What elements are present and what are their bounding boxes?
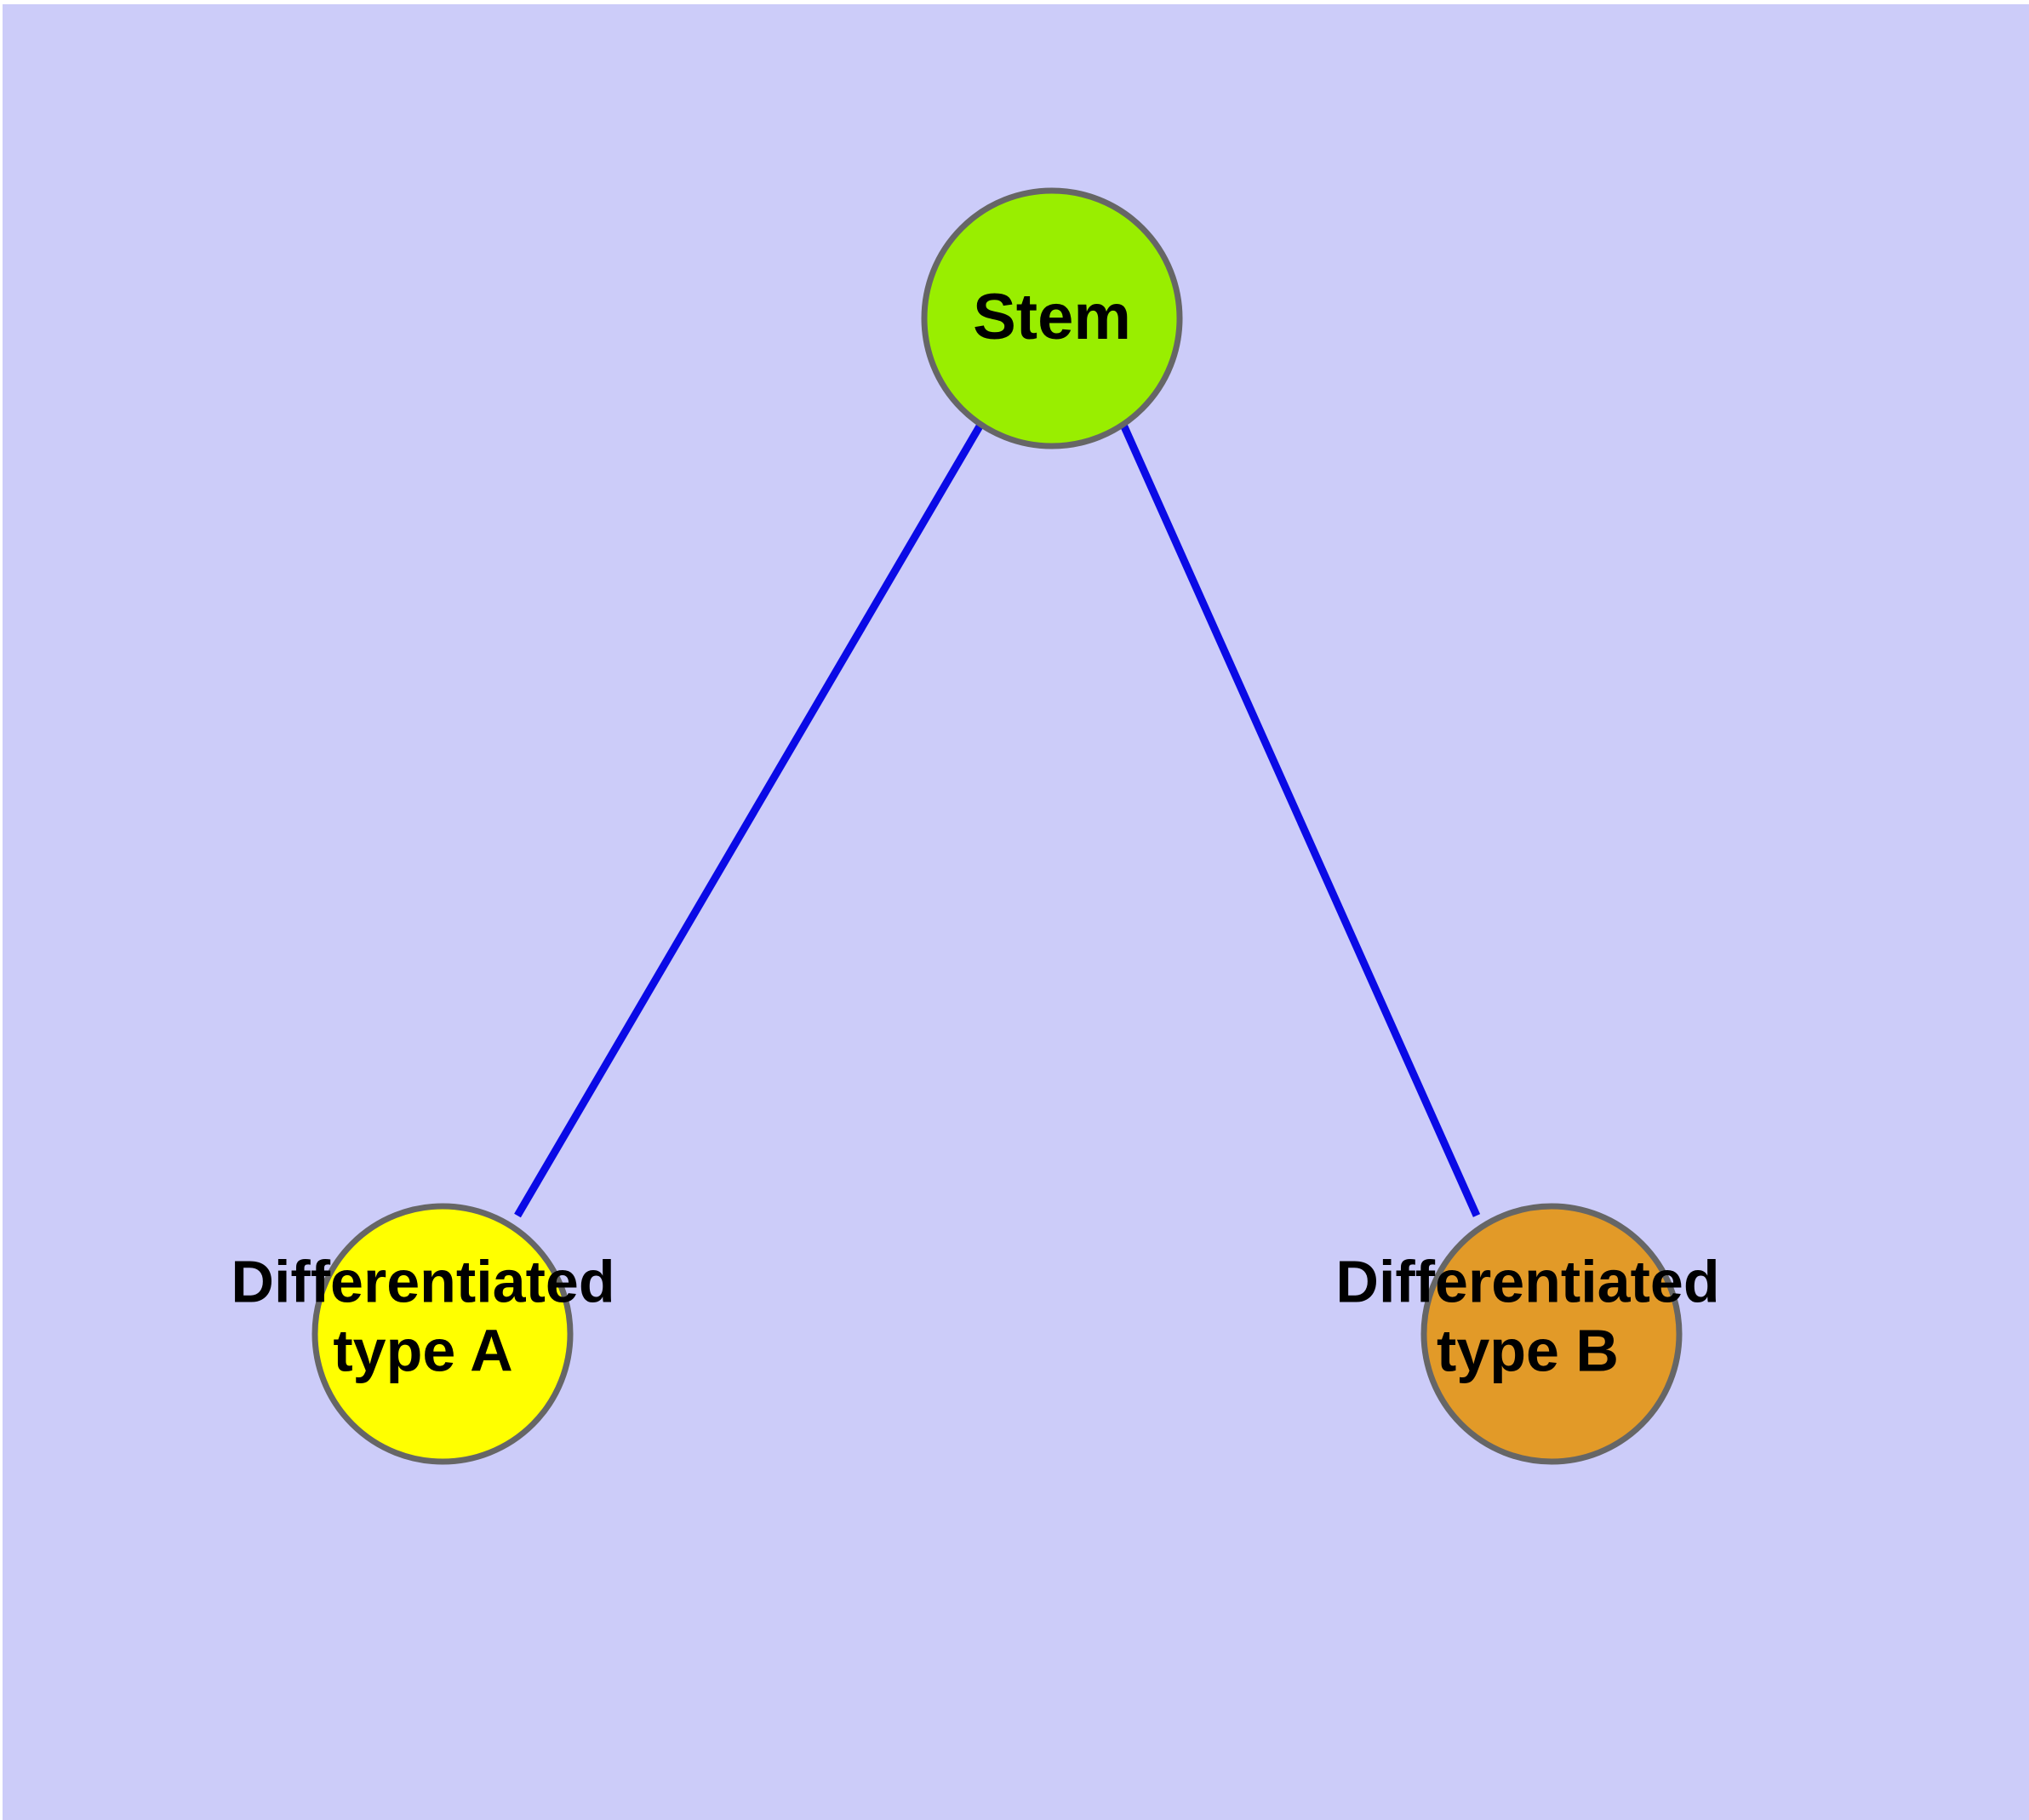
edge-stem-to-differentiated-type-b[interactable] bbox=[1119, 423, 1481, 1217]
node-differentiated-type-b[interactable] bbox=[1420, 1203, 1683, 1465]
node-differentiated-type-b-circle[interactable] bbox=[1420, 1203, 1683, 1465]
node-stem-circle[interactable] bbox=[921, 187, 1183, 449]
edge-stem-to-differentiated-type-a[interactable] bbox=[514, 422, 984, 1218]
node-stem[interactable] bbox=[921, 187, 1183, 449]
node-differentiated-type-a-circle[interactable] bbox=[311, 1203, 574, 1465]
edge-group bbox=[514, 422, 1481, 1218]
node-differentiated-type-a[interactable] bbox=[311, 1203, 574, 1465]
node-group bbox=[311, 187, 1683, 1465]
node-label-stem: Stem bbox=[973, 281, 1131, 353]
